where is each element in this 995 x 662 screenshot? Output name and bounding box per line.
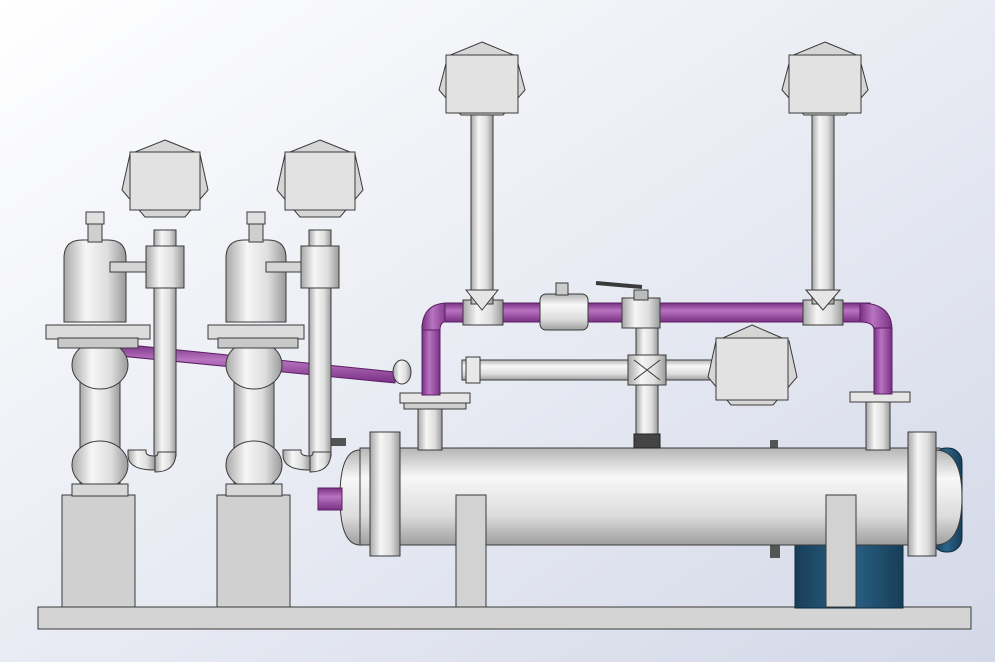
- valve-handle: [595, 281, 643, 289]
- pressure-gauge-2: [276, 139, 364, 218]
- pressure-gauge-1: [121, 139, 209, 218]
- pump-pedestal-2: [216, 494, 291, 608]
- pressure-gauge-3: [438, 41, 526, 116]
- gauge-stem-3: [470, 111, 494, 305]
- gauge-stem-4: [811, 111, 835, 305]
- relief-valve-1: [63, 239, 127, 323]
- pressure-gauge-5: [707, 324, 798, 406]
- shell-and-tube-heat-exchanger: [317, 431, 963, 608]
- tee-left: [462, 299, 504, 326]
- saddle-right: [825, 494, 857, 608]
- pump-assembly-1: [45, 211, 185, 497]
- nozzle-right: [849, 391, 911, 451]
- relief-valve-2: [225, 239, 287, 323]
- pump-assembly-2: [207, 211, 340, 497]
- pipe-foot: [633, 433, 661, 449]
- saddle-left: [455, 494, 487, 608]
- pressure-gauge-4: [781, 41, 869, 116]
- inline-filter: [539, 282, 589, 331]
- purple-inlet-stub: [317, 487, 343, 511]
- check-valve: [392, 359, 412, 385]
- base-frame: [37, 606, 972, 630]
- ball-valve: [595, 281, 661, 329]
- pump-pedestal-1: [61, 494, 136, 608]
- gray-horizontal-pipe: [461, 356, 733, 384]
